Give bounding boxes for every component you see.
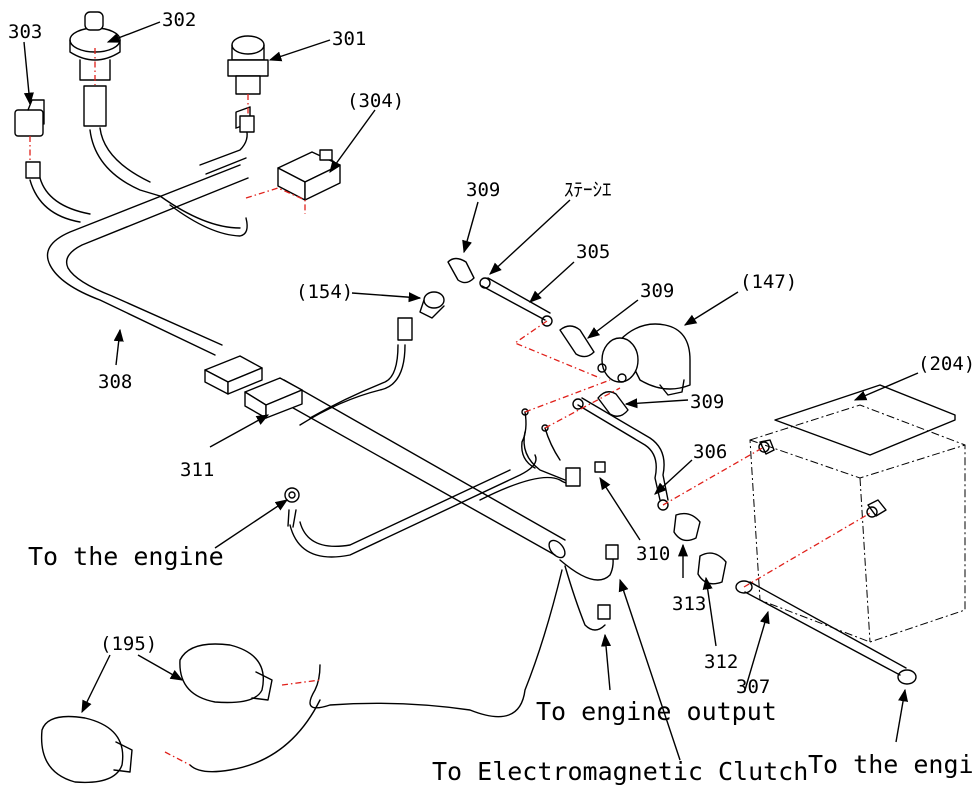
label-to-electromagnetic-clutch: To Electromagnetic Clutch	[432, 757, 808, 786]
cable-307	[735, 580, 917, 685]
assembly-dashes	[29, 48, 873, 766]
label-to-the-engine-left: To the engine	[28, 542, 224, 571]
key-switch-302	[69, 11, 121, 127]
boot-313	[673, 512, 701, 542]
label-to-engine-output: To engine output	[536, 697, 777, 726]
battery-204	[749, 384, 966, 643]
part-labels: 301 302 303 (304) (154) 308 309 ｽﾃｰｼｴ 30…	[8, 9, 975, 698]
label-308: 308	[98, 371, 132, 393]
cable-305	[479, 277, 553, 327]
module-304	[277, 149, 341, 201]
boot-309-top	[447, 257, 475, 284]
label-309-top: 309	[466, 179, 500, 201]
cable-306	[572, 397, 669, 511]
label-313: 313	[672, 593, 706, 615]
label-147: (147)	[740, 271, 797, 293]
cable-lead-red-wires	[521, 408, 561, 469]
connector-311	[204, 355, 303, 419]
connector-154-plug	[397, 317, 413, 341]
label-303: 303	[8, 21, 42, 43]
label-154: (154)	[296, 281, 353, 303]
sensor-154	[419, 291, 445, 319]
lamp-195-upper	[179, 643, 273, 704]
label-301: 301	[332, 28, 366, 50]
connector-303-plug	[25, 161, 41, 179]
connector-relay-lead	[565, 461, 606, 487]
leader-lines	[23, 21, 919, 761]
label-204: (204)	[918, 353, 975, 375]
label-310: 310	[636, 543, 670, 565]
label-309-mid: 309	[640, 280, 674, 302]
label-stay: ｽﾃｰｼｴ	[564, 179, 612, 201]
boot-309-low	[597, 391, 629, 417]
label-306: 306	[693, 441, 727, 463]
label-304: (304)	[347, 90, 404, 112]
destination-labels: To the engine To engine output To Electr…	[28, 542, 976, 786]
label-312: 312	[704, 651, 738, 673]
solenoid-147	[597, 323, 691, 396]
label-307: 307	[736, 676, 770, 698]
boot-309-mid	[559, 325, 595, 358]
label-to-the-engine-right: To the engine	[808, 750, 976, 779]
lamp-195-lower	[40, 715, 133, 784]
label-311: 311	[180, 459, 214, 481]
connector-304-plug	[235, 106, 255, 133]
boot-312	[697, 552, 727, 585]
push-switch-301	[227, 35, 269, 95]
label-309-low: 309	[690, 391, 724, 413]
label-195: (195)	[100, 633, 157, 655]
main-harness	[29, 127, 614, 773]
connector-clutch	[597, 544, 619, 620]
label-305: 305	[576, 241, 610, 263]
label-302: 302	[162, 9, 196, 31]
relay-303	[14, 99, 45, 137]
